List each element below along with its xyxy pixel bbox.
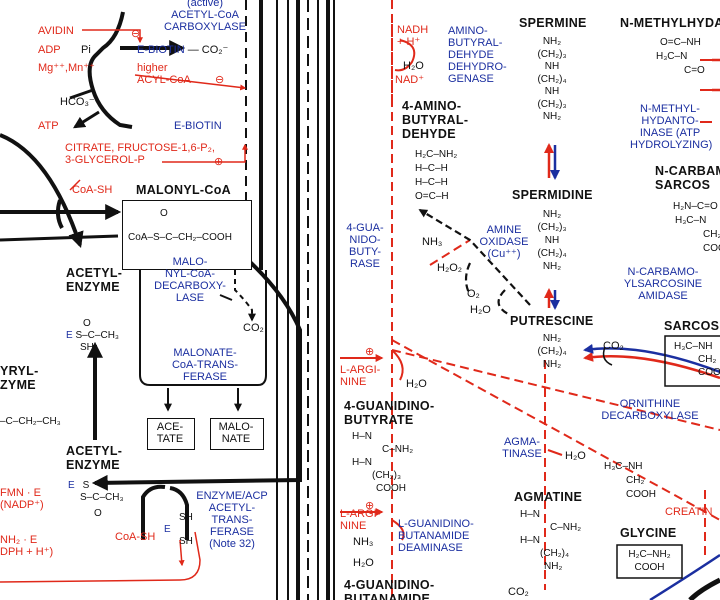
malonyl-coa-box bbox=[122, 200, 252, 270]
agmatine-name: AGMATINE bbox=[514, 490, 583, 504]
o2-label: O₂ bbox=[467, 288, 480, 300]
nadh-label: NADH+ H⁺ bbox=[397, 24, 429, 48]
h2o-label-1: H₂O bbox=[403, 60, 424, 72]
amine-oxidase-arrows bbox=[418, 209, 531, 316]
h2o-label-5: H₂O bbox=[565, 450, 586, 462]
acetyl-enzyme-name-1: ACETYL-ENZYME bbox=[66, 266, 123, 294]
n-carbamoylsarcosine-amidase-label: N-CARBAMO- YLSARCOSINE AMIDASE bbox=[623, 266, 703, 302]
coa-sh-label-1: CoA-SH bbox=[72, 184, 113, 196]
malonyl-coa-name: MALONYL-CoA bbox=[136, 183, 231, 197]
enzyme-sh-structure: SH E SH bbox=[164, 512, 193, 547]
n-carbamoylsarcosine-name-partial: N-CARBAM SARCOS bbox=[655, 164, 720, 192]
hco3-label: HCO₃⁻ bbox=[60, 96, 95, 108]
aminobutyraldehyde-dehydrogenase-label: AMINO- BUTYRAL- DEHYDE DEHYDRO- GENASE bbox=[448, 25, 507, 85]
butyryl-structure-partial: –C–CH₂–CH₃ bbox=[0, 416, 61, 427]
co2-label-2: CO₂ bbox=[243, 322, 264, 334]
malonyl-coa-structure: O CoA–S–C–CH₂–COOH bbox=[128, 208, 232, 243]
mg-mn-label: Mg⁺⁺,Mn⁺⁺ bbox=[38, 62, 95, 74]
agmatinase-label: AGMA- TINASE bbox=[502, 436, 542, 460]
polyamine-arrows bbox=[544, 58, 720, 600]
red-solid-arrows bbox=[340, 39, 712, 541]
malonyl-branch-arrows bbox=[139, 270, 267, 412]
acetate-label: ACE-TATE bbox=[156, 421, 184, 445]
atp-label: ATP bbox=[38, 120, 59, 132]
activate-sign: ⊕ bbox=[214, 156, 224, 168]
malonyl-coa-decarboxylase-label: MALO- NYL-CoA- DECARBOXY- LASE bbox=[154, 256, 226, 304]
butyryl-enzyme-name-partial: YRYL-ZYME bbox=[0, 364, 39, 392]
activate-sign-3: ⊕ bbox=[365, 500, 375, 512]
h2o-label-3: H₂O bbox=[406, 378, 427, 390]
spermine-name: SPERMINE bbox=[519, 16, 587, 30]
glycine-structure: H₂C–NH₂ COOH bbox=[628, 549, 671, 573]
malonate-label: MALO-NATE bbox=[218, 421, 254, 445]
acetate-box bbox=[147, 418, 195, 450]
nh3-label-1: NH₃ bbox=[422, 236, 443, 248]
sarcosine-free-structure: H₃C–NH CH₂ COOH bbox=[604, 461, 656, 500]
co2-label-4: CO₂ bbox=[508, 586, 529, 598]
enzyme-acp-acetyltransferase-label: ENZYME/ACP ACETYL- TRANS- FERASE (Note 3… bbox=[196, 490, 268, 550]
ornithine-decarboxylase-label: ORNITHINE DECARBOXYLASE bbox=[601, 398, 699, 422]
l-arginine-label-1: L-ARGI-NINE bbox=[340, 364, 381, 388]
nh3-label-2: NH₃ bbox=[353, 536, 374, 548]
sarcosine-box-structure: H₃C–NH CH₂ COO bbox=[674, 341, 720, 378]
agmatine-structure: H–N C–NH₂ H–N (CH₂)₄ NH₂ bbox=[520, 509, 582, 572]
nad-label: NAD⁺ bbox=[395, 74, 425, 86]
malonate-box bbox=[210, 418, 264, 450]
guanidinobutyrate-name: 4-GUANIDINO- BUTYRATE bbox=[344, 399, 435, 427]
h2o2-label: H₂O₂ bbox=[437, 262, 463, 274]
guanidinobutanamide-deaminase-label: L-GUANIDINO- BUTANAMIDE DEAMINASE bbox=[398, 518, 474, 554]
coa-sh-label-2: CoA-SH bbox=[115, 531, 156, 543]
guanidinobutyrate-structure: H–N C–NH₂ H–N (CH₂)₃ COOH bbox=[352, 431, 414, 494]
malonate-coa-transferase-label: MALONATE- CoA-TRANS- FERASE bbox=[171, 347, 238, 383]
n-methylhydantoin-name-partial: N-METHYLHYDA bbox=[620, 16, 720, 30]
compartment-bars bbox=[245, 0, 335, 600]
co2-label-3: CO₂ bbox=[603, 340, 624, 352]
activate-sign-2: ⊕ bbox=[365, 346, 375, 358]
e-biotin-label: E-BIOTIN bbox=[174, 120, 222, 132]
sarcosine-name-partial: SARCOS bbox=[664, 319, 720, 333]
acetyl-enzyme-structure-1: O E S–C–CH₃ SH bbox=[66, 318, 119, 353]
spermidine-name: SPERMIDINE bbox=[512, 188, 593, 202]
e-biotin-co2-label: E-BIOTIN — CO₂⁻ bbox=[137, 44, 229, 56]
n-methylhydantoin-structure: O=C–NH H₃C–N C=O bbox=[656, 37, 705, 76]
h2o-label-2: H₂O bbox=[470, 304, 491, 316]
glycine-name: GLYCINE bbox=[620, 526, 677, 540]
amine-oxidase-label: AMINE OXIDASE (Cu⁺⁺) bbox=[479, 224, 529, 260]
inhibit-sign: ⊖ bbox=[131, 28, 141, 40]
pi-label: Pi bbox=[81, 44, 91, 56]
inhibit-sign-2: ⊖ bbox=[215, 74, 225, 86]
avidin-label: AVIDIN bbox=[38, 25, 74, 37]
guanidinobutanamide-name-partial: 4-GUANIDINO- BUTANAMIDE bbox=[344, 578, 435, 600]
citrate-label: CITRATE, FRUCTOSE-1,6-P₂,3-GLYCEROL-P bbox=[65, 142, 215, 166]
sarcosine-box-partial bbox=[664, 335, 720, 387]
h2o-label-4: H₂O bbox=[353, 557, 374, 569]
adp-label: ADP bbox=[38, 44, 61, 56]
acetyl-coa-carboxylase-label: (active) ACETYL-CoA CARBOXYLASE bbox=[164, 0, 246, 33]
fmn-label-partial: FMN · E(NADP⁺) bbox=[0, 487, 44, 511]
effector-arrows bbox=[0, 29, 248, 583]
fatty-acid-arrows bbox=[0, 11, 302, 540]
aminobutyraldehyde-structure: H₂C–NH₂ H–C–H H–C–H O=C–H bbox=[415, 149, 458, 202]
creatine-label-partial: CREATIN bbox=[665, 506, 713, 518]
guanidobutyrase-label: 4-GUA- NIDO- BUTY- RASE bbox=[346, 222, 384, 270]
glycine-box bbox=[616, 544, 683, 579]
n-carbamoylsarcosine-structure: H₂N–C=O H₃C–N CH₂ COOH bbox=[673, 201, 720, 254]
red-dashed-pathways bbox=[391, 0, 720, 600]
aminobutyraldehyde-name: 4-AMINO- BUTYRAL- DEHYDE bbox=[402, 99, 469, 141]
acetyl-enzyme-name-2: ACETYL-ENZYME bbox=[66, 444, 123, 472]
l-arginine-label-2: L-ARGI-NINE bbox=[340, 508, 381, 532]
putrescine-name: PUTRESCINE bbox=[510, 314, 594, 328]
n-methylhydantoinase-label: N-METHYL- HYDANTO- INASE (ATP HYDROLYZIN… bbox=[630, 103, 713, 151]
